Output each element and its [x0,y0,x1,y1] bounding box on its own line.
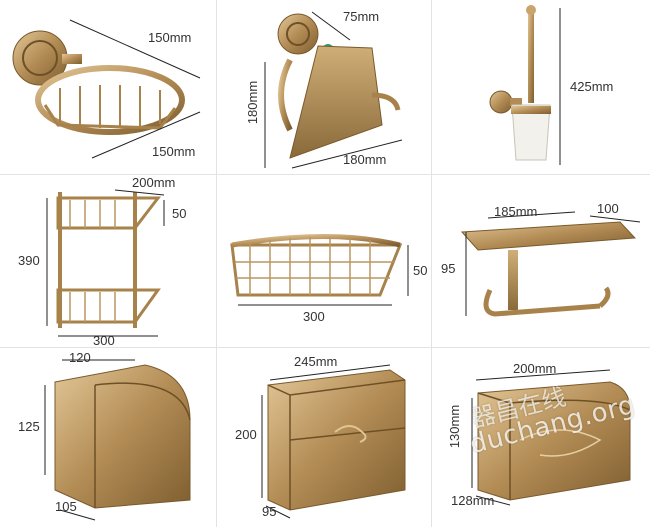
dim-label: 180mm [343,152,387,167]
soap-dish-image [12,19,201,159]
paper-holder-image [264,11,403,169]
dim-label: 425mm [570,79,614,94]
toilet-brush-image [489,5,561,165]
dim-label: 120 [69,350,91,365]
dim-label: 200 [235,427,257,442]
column-divider [431,0,432,527]
dim-label: 50 [172,206,187,221]
dim-label: 128mm [451,493,495,508]
dim-label: 125 [18,419,40,434]
dim-label: 130mm [447,404,463,449]
shelf-paper-holder-image [460,211,641,317]
rounded-box-image [44,359,191,521]
corner-basket-image [230,234,409,306]
dim-label: 390 [18,253,40,268]
row-divider [0,174,650,175]
column-divider [216,0,217,527]
dim-label: 150mm [148,30,192,45]
dim-label: 50 [413,263,428,278]
dim-label: 200mm [132,175,176,190]
ornate-box-image [471,369,631,506]
dim-label: 185mm [494,204,538,219]
dim-label: 300 [303,309,325,324]
dim-label: 180mm [245,80,261,125]
dim-label: 245mm [294,354,338,369]
dim-label: 200mm [513,361,557,376]
double-shelf-image [46,189,165,337]
square-box-image [261,364,406,519]
dim-label: 75mm [343,9,380,24]
dim-label: 95 [262,504,277,519]
dim-label: 150mm [152,144,196,159]
dim-label: 95 [441,261,456,276]
dim-label: 300 [93,333,115,348]
row-divider [0,347,650,348]
dim-label: 100 [597,201,619,216]
dim-label: 105 [55,499,77,514]
